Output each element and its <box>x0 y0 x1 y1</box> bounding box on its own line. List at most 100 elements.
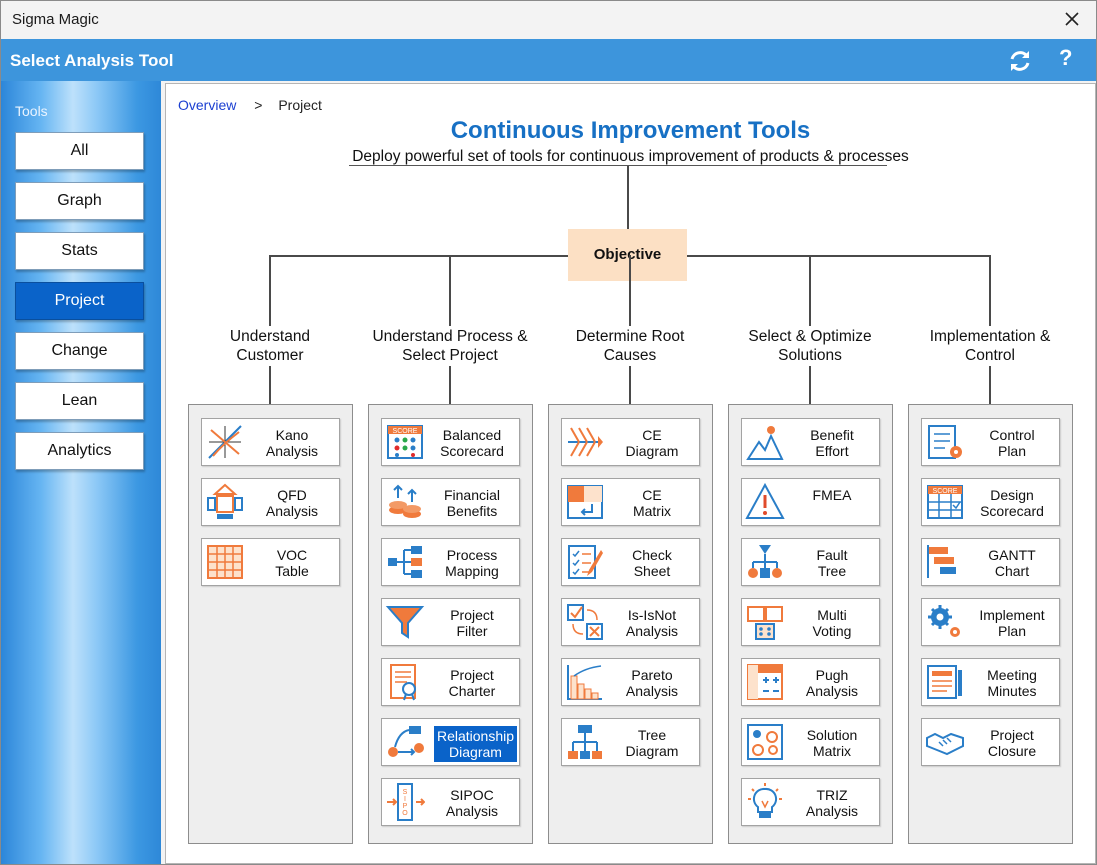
tool-label-line: Sheet <box>633 563 671 579</box>
tool-label-line: Effort <box>815 443 849 459</box>
tool-label: FMEA <box>784 487 880 503</box>
tool-label-line: CE <box>642 487 662 503</box>
sidebar-button-lean[interactable]: Lean <box>15 382 144 420</box>
tool-label-line: Is-IsNot <box>627 607 677 623</box>
connector-line <box>269 366 271 404</box>
tool-label-line: Diagram <box>625 443 679 459</box>
category-label-line: Understand <box>229 328 311 345</box>
solution-matrix-icon <box>747 724 783 760</box>
tool-label-line: Project <box>990 727 1034 743</box>
breadcrumb-separator: > <box>254 97 263 113</box>
sidebar-button-graph[interactable]: Graph <box>15 182 144 220</box>
category-label: Implementation & Control <box>900 327 1080 365</box>
sidebar-button-project[interactable]: Project <box>15 282 144 320</box>
sidebar-button-all[interactable]: All <box>15 132 144 170</box>
sidebar-button-stats[interactable]: Stats <box>15 232 144 270</box>
objective-box: Objective <box>568 229 687 281</box>
connector-line <box>629 255 631 326</box>
tool-label-line: Control <box>989 427 1035 443</box>
connector-line <box>809 366 811 404</box>
tool-label-line: Voting <box>812 623 852 639</box>
page-subtitle: Deploy powerful set of tools for continu… <box>352 148 909 165</box>
close-icon[interactable] <box>1060 7 1084 31</box>
tool-label-line: Multi <box>817 607 847 623</box>
qfd-icon <box>207 483 243 519</box>
benefit-effort-icon <box>746 426 784 460</box>
category-label-line: Implementation & <box>929 328 1051 345</box>
tool-label-line: Project <box>450 607 494 623</box>
charter-icon <box>390 664 416 701</box>
sidebar-button-change[interactable]: Change <box>15 332 144 370</box>
main-content: Overview > Project Continuous Improvemen… <box>165 83 1096 864</box>
gantt-icon <box>927 545 956 578</box>
tool-label-line: GANTT <box>988 547 1036 563</box>
tool-label-line: Minutes <box>987 683 1037 699</box>
tool-label-line: Relationship <box>436 728 515 744</box>
tool-label-line: Analysis <box>805 803 859 819</box>
svg-text:SCORE: SCORE <box>933 488 958 495</box>
tool-card-fmea[interactable]: FMEA <box>741 478 880 526</box>
tool-label-line: Analysis <box>625 623 679 639</box>
tool-label-line: Meeting <box>987 667 1037 683</box>
category-label-line: Control <box>965 347 1015 364</box>
help-button[interactable]: ? <box>1059 45 1073 70</box>
tool-label-line: Table <box>275 563 309 579</box>
category-label-line: Understand Process & <box>372 328 528 345</box>
tool-label-line: Matrix <box>812 743 852 759</box>
connector-line <box>449 255 451 326</box>
tool-label-line: Scorecard <box>440 443 504 459</box>
tool-label-line: TRIZ <box>816 787 848 803</box>
subtitle-underline <box>349 165 887 166</box>
tool-label-line: Analysis <box>265 443 319 459</box>
tool-label-line: Plan <box>997 623 1027 639</box>
tool-label-line: Benefits <box>446 503 498 519</box>
tool-label-line: Chart <box>994 563 1030 579</box>
refresh-icon[interactable] <box>1006 47 1034 75</box>
sidebar-button-analytics[interactable]: Analytics <box>15 432 144 470</box>
tool-label-line: Tree <box>817 563 847 579</box>
breadcrumb-overview-link[interactable]: Overview <box>178 97 237 113</box>
